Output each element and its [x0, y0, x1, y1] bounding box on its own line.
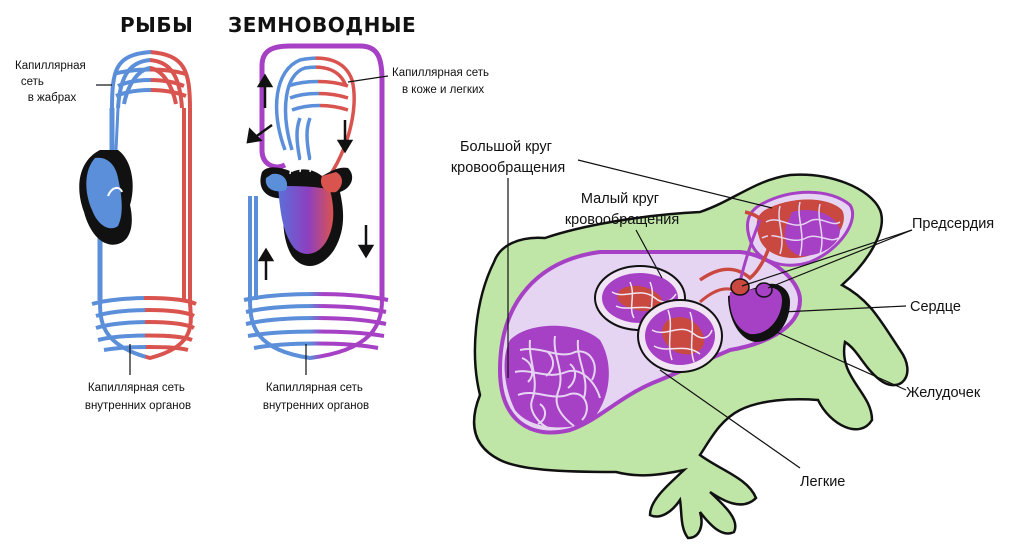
fish-organs-label: Капиллярная сеть внутренних органов: [85, 382, 191, 412]
amphibian-circulation-scheme: [243, 43, 389, 375]
amphibian-skin-label: Капиллярная сеть в коже и легких: [392, 67, 492, 96]
flow-arrows: [246, 73, 375, 280]
heart-leader: [781, 305, 907, 313]
frog-heart: [728, 278, 790, 342]
amphibian-heart: [260, 157, 353, 267]
fish-heart: [79, 150, 133, 245]
fish-gills-label: Капиллярная сеть в жабрах: [15, 60, 89, 104]
amphibian-organ-capillaries: [243, 292, 389, 361]
atria-leader-2: [767, 229, 913, 289]
heart-label: Сердце: [910, 299, 961, 315]
amphibians-title: ЗЕМНОВОДНЫЕ: [228, 13, 416, 37]
fish-title: РЫБЫ: [120, 13, 193, 37]
ventricle-leader: [771, 329, 907, 391]
fish-organ-capillaries: [91, 296, 197, 361]
fish-gill-capillaries: [110, 49, 192, 111]
frog-anatomy: [472, 159, 913, 540]
pulmonary-leader: [635, 229, 663, 279]
lung-lower: [637, 299, 723, 373]
amphibian-skin-leader: [347, 75, 389, 83]
ventricle-label: Желудочек: [906, 385, 981, 401]
atria-leader-1: [741, 229, 913, 287]
amphibian-skin-lung-capillaries: [274, 56, 356, 187]
amphibian-organs-label: Капиллярная сеть внутренних органов: [263, 382, 369, 412]
pulmonary-circulation-label: Малый круг кровообращения: [565, 191, 679, 228]
fish-circulation-scheme: [79, 49, 197, 375]
atria-label: Предсердия: [912, 216, 994, 232]
systemic-capillary-network: [504, 325, 609, 429]
systemic-leader-head: [577, 159, 773, 209]
systemic-circulation-label: Большой круг кровообращения: [451, 139, 565, 176]
lungs-label: Легкие: [800, 474, 845, 490]
head-capillary-network: [746, 190, 855, 267]
lungs-leader: [659, 369, 801, 469]
